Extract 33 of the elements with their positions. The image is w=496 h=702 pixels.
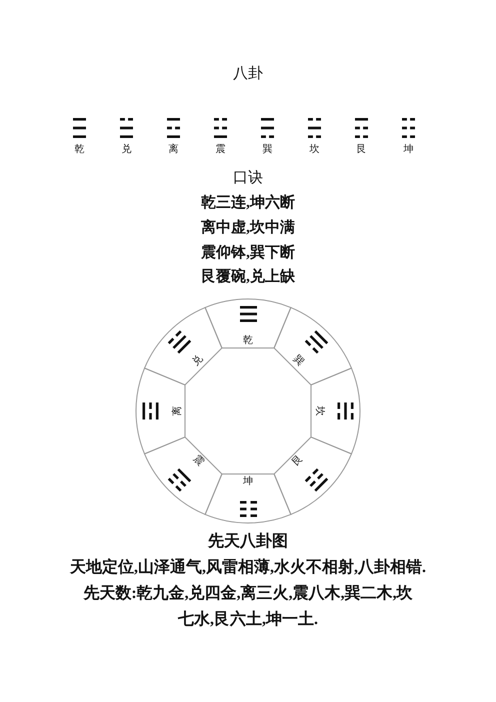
trigram-name: 坎 bbox=[310, 144, 320, 156]
ring-segment bbox=[143, 306, 223, 386]
trigram-name: 乾 bbox=[243, 336, 253, 346]
body-text: 先天数:乾九金,兑四金,离三火,震八木,巽二木,坎七水,艮六土,坤一土. bbox=[82, 583, 414, 630]
trigram-name: 离 bbox=[168, 144, 178, 156]
trigram-name: 乾 bbox=[74, 144, 84, 156]
ring-segment bbox=[143, 436, 223, 516]
verse-line: 艮覆碗,兑上缺 bbox=[201, 267, 295, 287]
ring-segment bbox=[204, 473, 292, 524]
trigram-name: 坤 bbox=[404, 144, 414, 156]
trigram-name: 坎 bbox=[314, 406, 324, 416]
ring-segment bbox=[204, 298, 292, 349]
ring-segment bbox=[135, 367, 186, 455]
section-heading: 口诀 bbox=[233, 169, 263, 188]
trigram-name: 巽 bbox=[262, 144, 272, 156]
ring-segment bbox=[273, 436, 353, 516]
trigram-name: 艮 bbox=[290, 454, 305, 468]
trigram-name: 坤 bbox=[243, 476, 253, 486]
ring-segment bbox=[310, 367, 361, 455]
diagram-title: 八卦 bbox=[233, 65, 263, 83]
trigram-name: 艮 bbox=[356, 144, 366, 156]
verse-line: 乾三连,坤六断 bbox=[201, 193, 295, 213]
trigram-name: 震 bbox=[216, 144, 226, 156]
trigram-name: 离 bbox=[172, 406, 182, 416]
verse-line: 离中虚,坎中满 bbox=[201, 218, 295, 238]
trigram-name: 震 bbox=[191, 454, 206, 468]
figure-caption: 先天八卦图 bbox=[208, 532, 288, 552]
trigram-name: 兑 bbox=[191, 354, 206, 368]
verse-line: 震仰钵,巽下断 bbox=[201, 243, 295, 263]
body-text: 天地定位,山泽通气,风雷相薄,水火不相射,八卦相错. bbox=[70, 557, 426, 578]
trigram-name: 兑 bbox=[122, 144, 132, 156]
trigram-name: 巽 bbox=[290, 354, 305, 368]
ring-segment bbox=[273, 306, 353, 386]
